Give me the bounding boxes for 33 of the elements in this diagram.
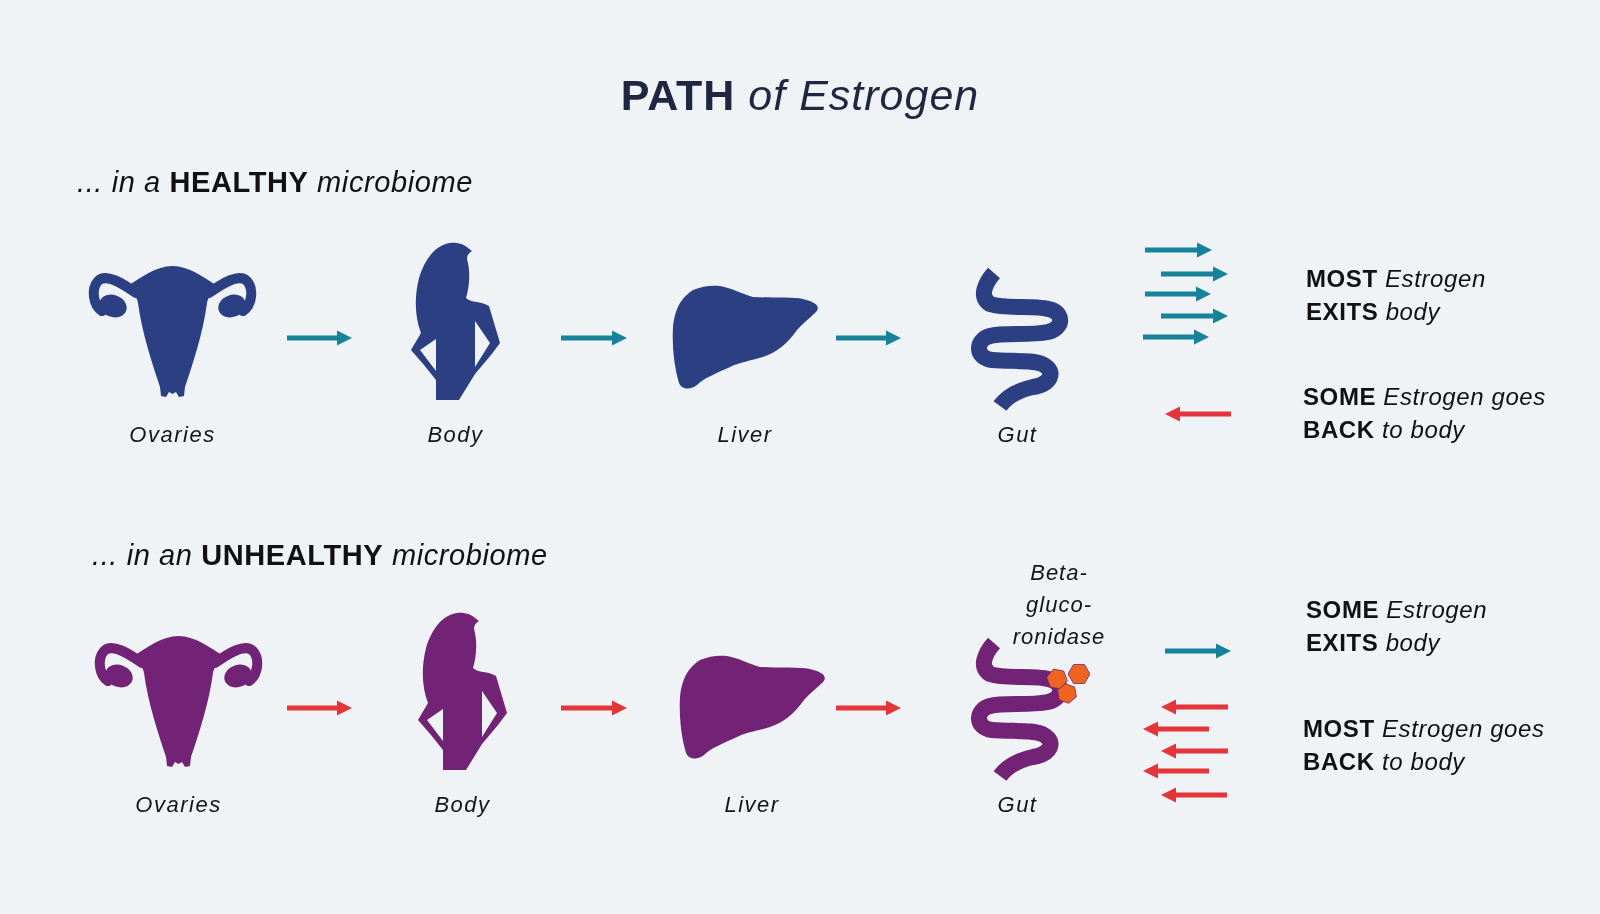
- organ-label: Gut: [997, 792, 1038, 818]
- statement-text: SOME Estrogen EXITS body: [1306, 593, 1511, 659]
- organ-label: Gut: [997, 422, 1038, 448]
- statement-text: MOST Estrogen goes BACK to body: [1303, 712, 1565, 778]
- arrow: [1145, 286, 1211, 302]
- arrow: [836, 700, 901, 716]
- organ-label: Body: [434, 792, 491, 818]
- arrow: [1143, 329, 1209, 345]
- section-heading: ... in an UNHEALTHY microbiome: [92, 538, 548, 573]
- arrow: [1161, 308, 1228, 324]
- arrow: [1145, 242, 1212, 258]
- arrow: [836, 330, 901, 346]
- statement-text: MOST Estrogen EXITS body: [1306, 262, 1511, 328]
- title: PATH of Estrogen: [620, 70, 980, 121]
- arrow: [1143, 721, 1209, 737]
- arrow: [561, 330, 627, 346]
- enzyme-label: Beta- gluco- ronidase: [1011, 559, 1107, 651]
- arrow: [1161, 787, 1227, 803]
- organ-label: Ovaries: [129, 422, 216, 448]
- organ-label: Ovaries: [135, 792, 222, 818]
- statement-text: SOME Estrogen goes BACK to body: [1303, 380, 1565, 446]
- arrow: [1161, 743, 1228, 759]
- arrow: [561, 700, 627, 716]
- arrow: [1161, 699, 1228, 715]
- organ-label: Liver: [724, 792, 780, 818]
- arrow: [1143, 763, 1209, 779]
- section-heading: ... in a HEALTHY microbiome: [77, 165, 473, 200]
- organ-label: Liver: [717, 422, 773, 448]
- organ-label: Body: [427, 422, 484, 448]
- arrow: [1161, 266, 1228, 282]
- arrow: [1165, 643, 1231, 659]
- arrow: [287, 700, 352, 716]
- arrow: [1165, 406, 1231, 422]
